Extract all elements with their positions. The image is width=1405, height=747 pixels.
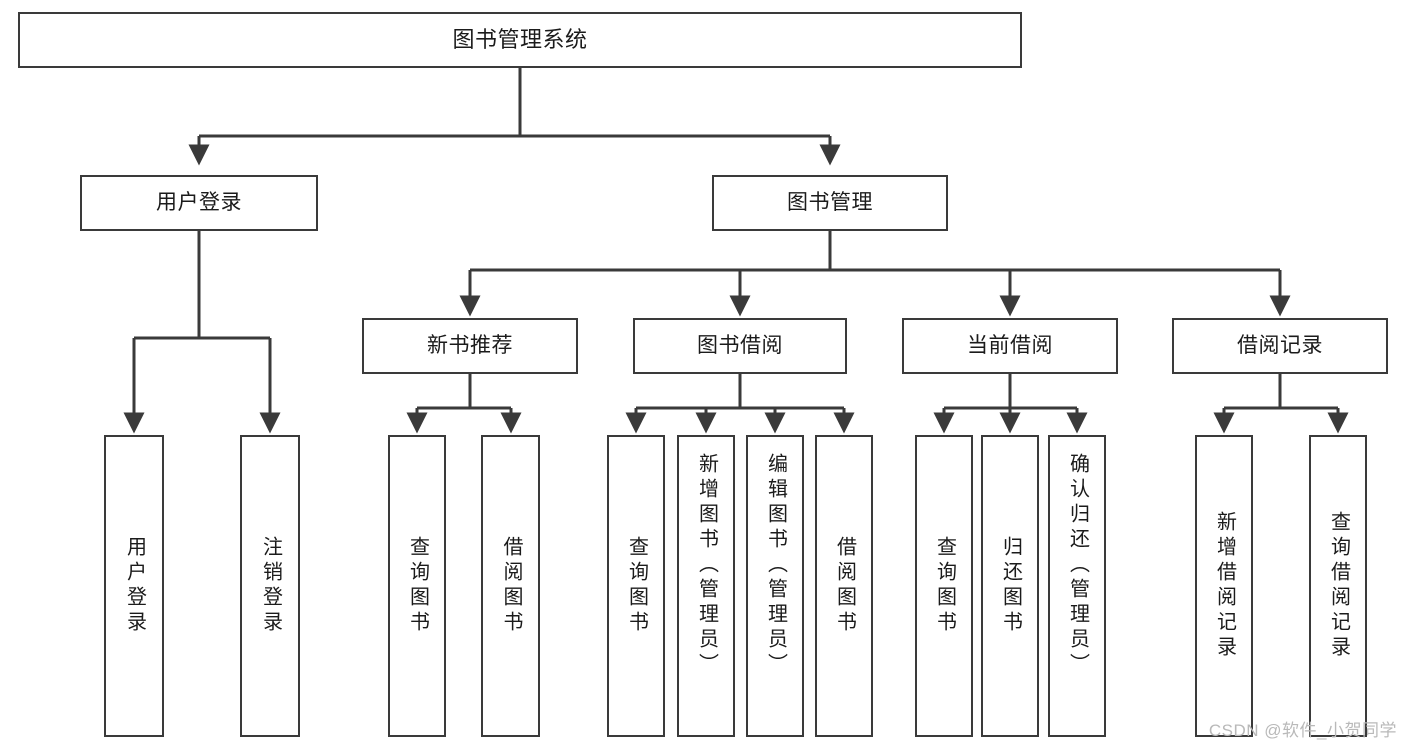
leaf-book-borrow-edit-book-admin[interactable]: 编辑图书（管理员） xyxy=(746,435,804,737)
node-label: 图书借阅 xyxy=(697,334,783,358)
leaf-book-borrow-borrow-book[interactable]: 借阅图书 xyxy=(815,435,873,737)
node-label: 新增借阅记录 xyxy=(1213,511,1236,661)
node-label: 图书管理系统 xyxy=(452,26,588,52)
leaf-current-borrow-confirm-return-admin[interactable]: 确认归还（管理员） xyxy=(1048,435,1106,737)
leaf-current-borrow-query-book[interactable]: 查询图书 xyxy=(915,435,973,737)
node-book-management[interactable]: 图书管理 xyxy=(712,175,948,231)
node-label: 查询图书 xyxy=(933,536,956,636)
leaf-user-login-login[interactable]: 用户登录 xyxy=(104,435,164,737)
leaf-new-book-borrow-book[interactable]: 借阅图书 xyxy=(481,435,540,737)
node-label: 当前借阅 xyxy=(967,334,1053,358)
node-label: 用户登录 xyxy=(123,536,146,636)
node-label: 查询借阅记录 xyxy=(1327,511,1350,661)
node-root-book-management-system[interactable]: 图书管理系统 xyxy=(18,12,1022,68)
node-label: 图书管理 xyxy=(787,191,873,215)
node-label: 归还图书 xyxy=(999,536,1022,636)
node-label: 注销登录 xyxy=(259,536,282,636)
node-label: 查询图书 xyxy=(625,536,648,636)
leaf-borrow-record-query-record[interactable]: 查询借阅记录 xyxy=(1309,435,1367,737)
node-label: 借阅记录 xyxy=(1237,334,1323,358)
node-current-borrowing[interactable]: 当前借阅 xyxy=(902,318,1118,374)
leaf-book-borrow-add-book-admin[interactable]: 新增图书（管理员） xyxy=(677,435,735,737)
node-label: 新增图书（管理员） xyxy=(695,453,718,678)
node-borrowing-record[interactable]: 借阅记录 xyxy=(1172,318,1388,374)
leaf-book-borrow-query-book[interactable]: 查询图书 xyxy=(607,435,665,737)
node-label: 新书推荐 xyxy=(427,334,513,358)
node-label: 借阅图书 xyxy=(500,536,522,636)
node-label: 编辑图书（管理员） xyxy=(764,453,787,678)
node-label: 查询图书 xyxy=(406,536,429,636)
leaf-user-login-logout[interactable]: 注销登录 xyxy=(240,435,300,737)
leaf-borrow-record-add-record[interactable]: 新增借阅记录 xyxy=(1195,435,1253,737)
node-book-borrowing[interactable]: 图书借阅 xyxy=(633,318,847,374)
node-label: 借阅图书 xyxy=(833,536,856,636)
node-user-login[interactable]: 用户登录 xyxy=(80,175,318,231)
leaf-current-borrow-return-book[interactable]: 归还图书 xyxy=(981,435,1039,737)
node-new-book-recommendation[interactable]: 新书推荐 xyxy=(362,318,578,374)
leaf-new-book-query-book[interactable]: 查询图书 xyxy=(388,435,446,737)
node-label: 确认归还（管理员） xyxy=(1066,453,1089,678)
node-label: 用户登录 xyxy=(156,191,242,215)
csdn-watermark: CSDN @软件_小贺同学 xyxy=(1208,721,1397,740)
